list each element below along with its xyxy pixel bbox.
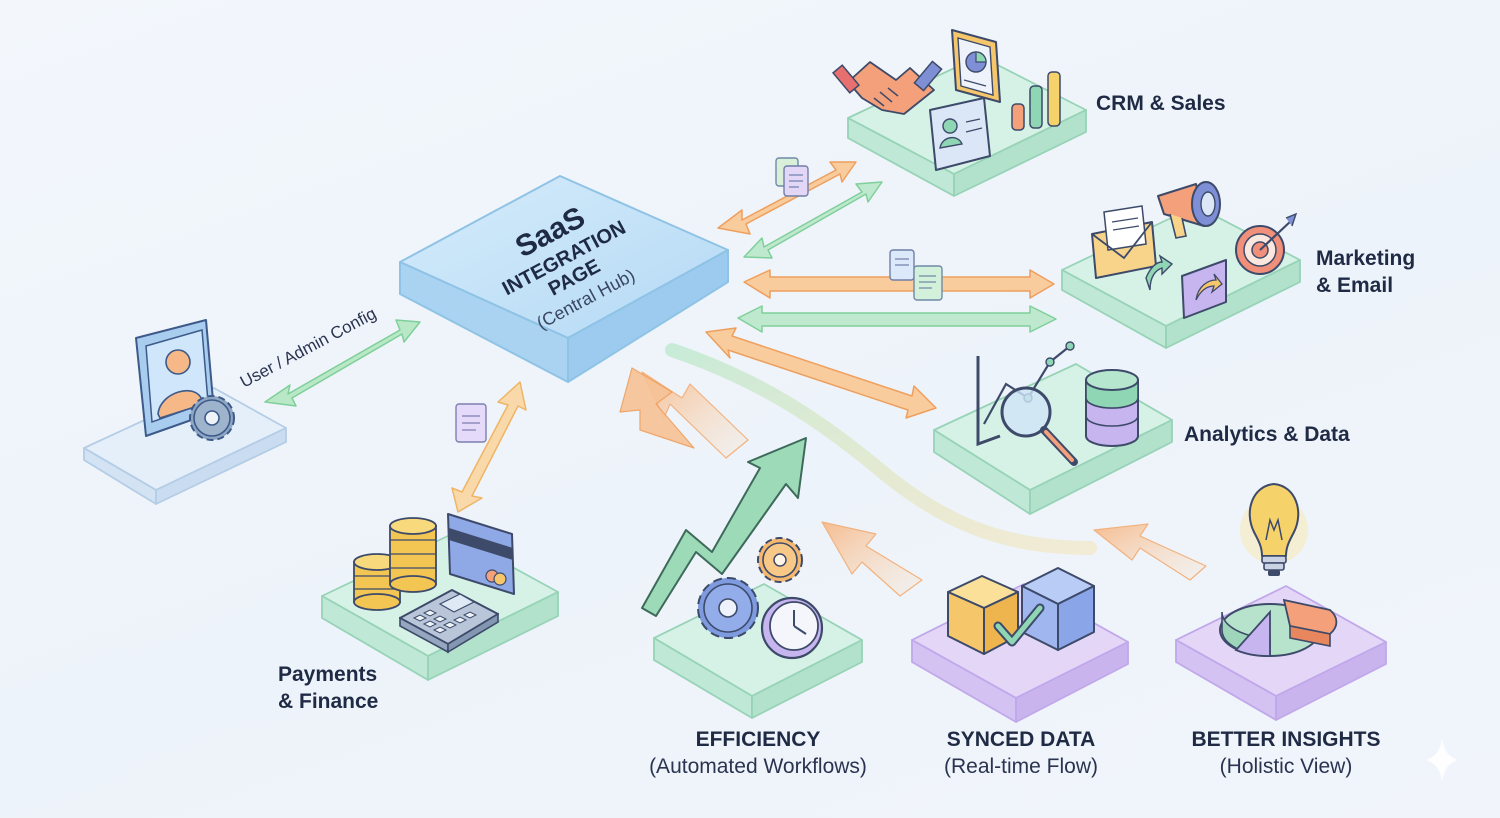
marketing-label: Marketing & Email: [1316, 245, 1415, 299]
calculator-icon: [399, 589, 499, 654]
marketing-label-line-1: Marketing: [1316, 247, 1416, 270]
pie-chart-icon: [1219, 598, 1338, 657]
synced-data-label: SYNCED DATA (Real-time Flow): [891, 726, 1151, 780]
gear-icon: [697, 577, 759, 639]
coins-icon: [353, 517, 437, 611]
analytics-label-text: Analytics & Data: [1184, 423, 1350, 446]
target-icon: [1235, 212, 1298, 275]
checkmark-icon: [993, 603, 1045, 647]
bar-chart-icon: [1011, 71, 1061, 131]
payments-label: Payments & Finance: [278, 661, 378, 715]
efficiency-label: EFFICIENCY (Automated Workflows): [628, 726, 888, 780]
insights-title: BETTER INSIGHTS: [1191, 728, 1381, 751]
share-arrow-icon: [1145, 254, 1227, 319]
handshake-icon: [831, 60, 943, 115]
insights-label: BETTER INSIGHTS (Holistic View): [1156, 726, 1416, 780]
hub-crm-arrows: [717, 161, 883, 259]
clock-icon: [760, 596, 824, 660]
gear-icon: [757, 537, 803, 583]
marketing-label-line-2: & Email: [1316, 274, 1394, 297]
synced-title: SYNCED DATA: [946, 728, 1096, 751]
contact-card-icon: [929, 97, 991, 171]
growth-arrow-icon: [641, 437, 807, 617]
outcome-arrows: [619, 367, 1207, 597]
crm-label: CRM & Sales: [1096, 90, 1226, 117]
data-cube-icon: [1021, 567, 1095, 651]
magnifier-icon: [1000, 386, 1078, 466]
credit-card-icon: [447, 513, 515, 595]
admin-platform: [83, 387, 287, 505]
payments-label-line-2: & Finance: [278, 690, 379, 713]
envelope-icon: [1091, 205, 1157, 279]
document-icon: [455, 403, 487, 443]
efficiency-title: EFFICIENCY: [695, 728, 821, 751]
central-hub: SaaS INTEGRATION PAGE (Central Hub): [399, 175, 729, 383]
gear-icon: [189, 395, 235, 441]
hub-marketing-arrows: [737, 269, 1057, 333]
sparkle-icon: [1426, 738, 1458, 782]
admin-config-label: User / Admin Config: [237, 304, 379, 392]
megaphone-icon: [1157, 181, 1221, 239]
admin-hub-arrow: [264, 319, 421, 407]
synced-subtitle: (Real-time Flow): [943, 755, 1098, 778]
insights-subtitle: (Holistic View): [1219, 755, 1353, 778]
efficiency-subtitle: (Automated Workflows): [649, 755, 867, 778]
document-icon: [889, 249, 943, 301]
analytics-label: Analytics & Data: [1184, 421, 1350, 448]
crm-label-text: CRM & Sales: [1096, 92, 1226, 115]
database-icon: [1085, 369, 1139, 447]
synced-platform: [911, 583, 1129, 723]
document-icon: [775, 157, 809, 197]
payments-label-line-1: Payments: [278, 663, 378, 686]
connector-arrows: [264, 157, 1207, 597]
lightbulb-icon: [1240, 483, 1308, 576]
report-tablet-icon: [951, 29, 1001, 103]
data-flow-stream: [665, 343, 1097, 555]
payments-hub-arrow: [451, 381, 527, 513]
hub-analytics-arrow: [705, 327, 937, 419]
